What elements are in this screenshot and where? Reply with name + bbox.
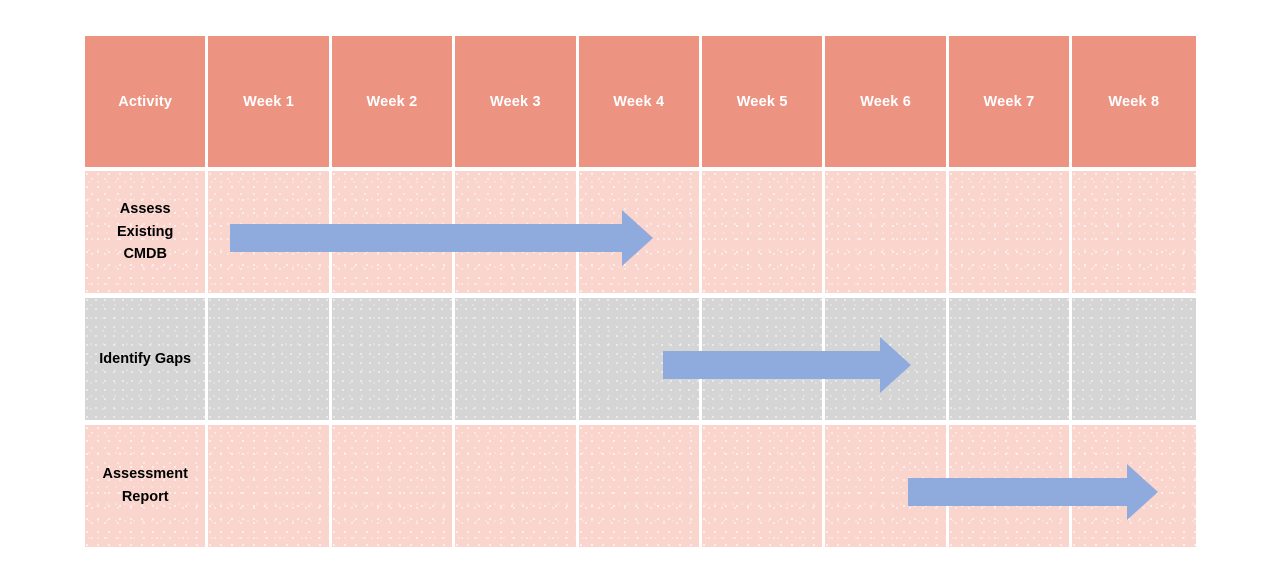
cell-assess-week-8: [1072, 171, 1196, 293]
header-cell-week-7[interactable]: Week 7: [948, 36, 1073, 167]
table-header-row: Activity Week 1 Week 2 Week 3 Week 4 Wee…: [85, 36, 1196, 167]
header-label-week-3: Week 3: [489, 93, 541, 110]
header-cell-week-3[interactable]: Week 3: [455, 36, 579, 167]
activity-label-line-1: Identify Gaps: [99, 350, 192, 367]
header-cell-activity[interactable]: Activity: [85, 36, 209, 167]
cell-report-week-4: [578, 425, 702, 547]
header-label-week-8: Week 8: [1108, 93, 1160, 110]
cell-report-week-8: [1072, 425, 1196, 547]
activity-label-line-2: Existing: [116, 223, 174, 240]
header-cell-week-6[interactable]: Week 6: [825, 36, 949, 167]
cell-report-week-5: [701, 425, 826, 547]
cell-assess-week-7: [948, 171, 1073, 293]
activity-label-assessment-report: Assessment Report: [96, 463, 193, 509]
activity-label-line-2: Report: [121, 489, 169, 505]
header-divider: [85, 167, 1196, 171]
table-row-assessment-report[interactable]: Assessment Report: [85, 425, 1196, 547]
cell-gaps-week-6: [825, 298, 949, 420]
cell-gaps-week-7: [948, 298, 1073, 420]
activity-label-assess-existing-cmdb: Assess Existing CMDB: [111, 198, 179, 267]
cell-assess-week-5: [701, 171, 826, 293]
cell-gaps-week-8: [1072, 298, 1196, 420]
cell-assess-week-1: [208, 171, 332, 293]
cell-gaps-week-1: [208, 298, 332, 420]
cell-assess-week-4: [578, 171, 702, 293]
cell-report-week-7: [948, 425, 1073, 547]
cell-gaps-week-5: [701, 298, 826, 420]
row-divider-2: [85, 420, 1196, 425]
cell-report-week-6: [825, 425, 949, 547]
header-label-week-2: Week 2: [366, 93, 418, 110]
cell-assess-week-3: [455, 171, 579, 293]
activity-label-line-3: CMDB: [123, 246, 167, 263]
header-label-week-7: Week 7: [983, 93, 1035, 110]
header-cell-week-8[interactable]: Week 8: [1072, 36, 1196, 167]
activity-label-line-1: Assess: [119, 200, 171, 217]
header-label-week-1: Week 1: [243, 93, 295, 110]
gantt-table: Activity Week 1 Week 2 Week 3 Week 4 Wee…: [85, 36, 1196, 548]
cell-report-week-2: [331, 425, 456, 547]
activity-label-identify-gaps: Identify Gaps: [93, 348, 197, 371]
row-label-cell-assess-existing-cmdb: Assess Existing CMDB: [85, 171, 209, 293]
cell-report-week-3: [455, 425, 579, 547]
header-cell-week-5[interactable]: Week 5: [701, 36, 826, 167]
header-label-week-5: Week 5: [736, 93, 788, 110]
row-label-cell-identify-gaps: Identify Gaps: [85, 298, 209, 420]
header-label-activity: Activity: [118, 93, 173, 110]
activity-label-line-1: Assessment: [102, 466, 188, 483]
row-label-cell-assessment-report: Assessment Report: [85, 425, 209, 547]
header-cell-week-2[interactable]: Week 2: [331, 36, 456, 167]
cell-gaps-week-3: [455, 298, 579, 420]
table-row-identify-gaps[interactable]: Identify Gaps: [85, 298, 1196, 420]
header-cell-week-4[interactable]: Week 4: [578, 36, 702, 167]
cell-assess-week-6: [825, 171, 949, 293]
cell-assess-week-2: [331, 171, 456, 293]
cell-gaps-week-4: [578, 298, 702, 420]
table-row-assess-existing-cmdb[interactable]: Assess Existing CMDB: [85, 171, 1196, 293]
cell-report-week-1: [208, 425, 332, 547]
header-label-week-4: Week 4: [613, 93, 665, 110]
cell-gaps-week-2: [331, 298, 456, 420]
row-divider-1: [85, 293, 1196, 298]
header-cell-week-1[interactable]: Week 1: [208, 36, 332, 167]
header-label-week-6: Week 6: [860, 93, 911, 110]
